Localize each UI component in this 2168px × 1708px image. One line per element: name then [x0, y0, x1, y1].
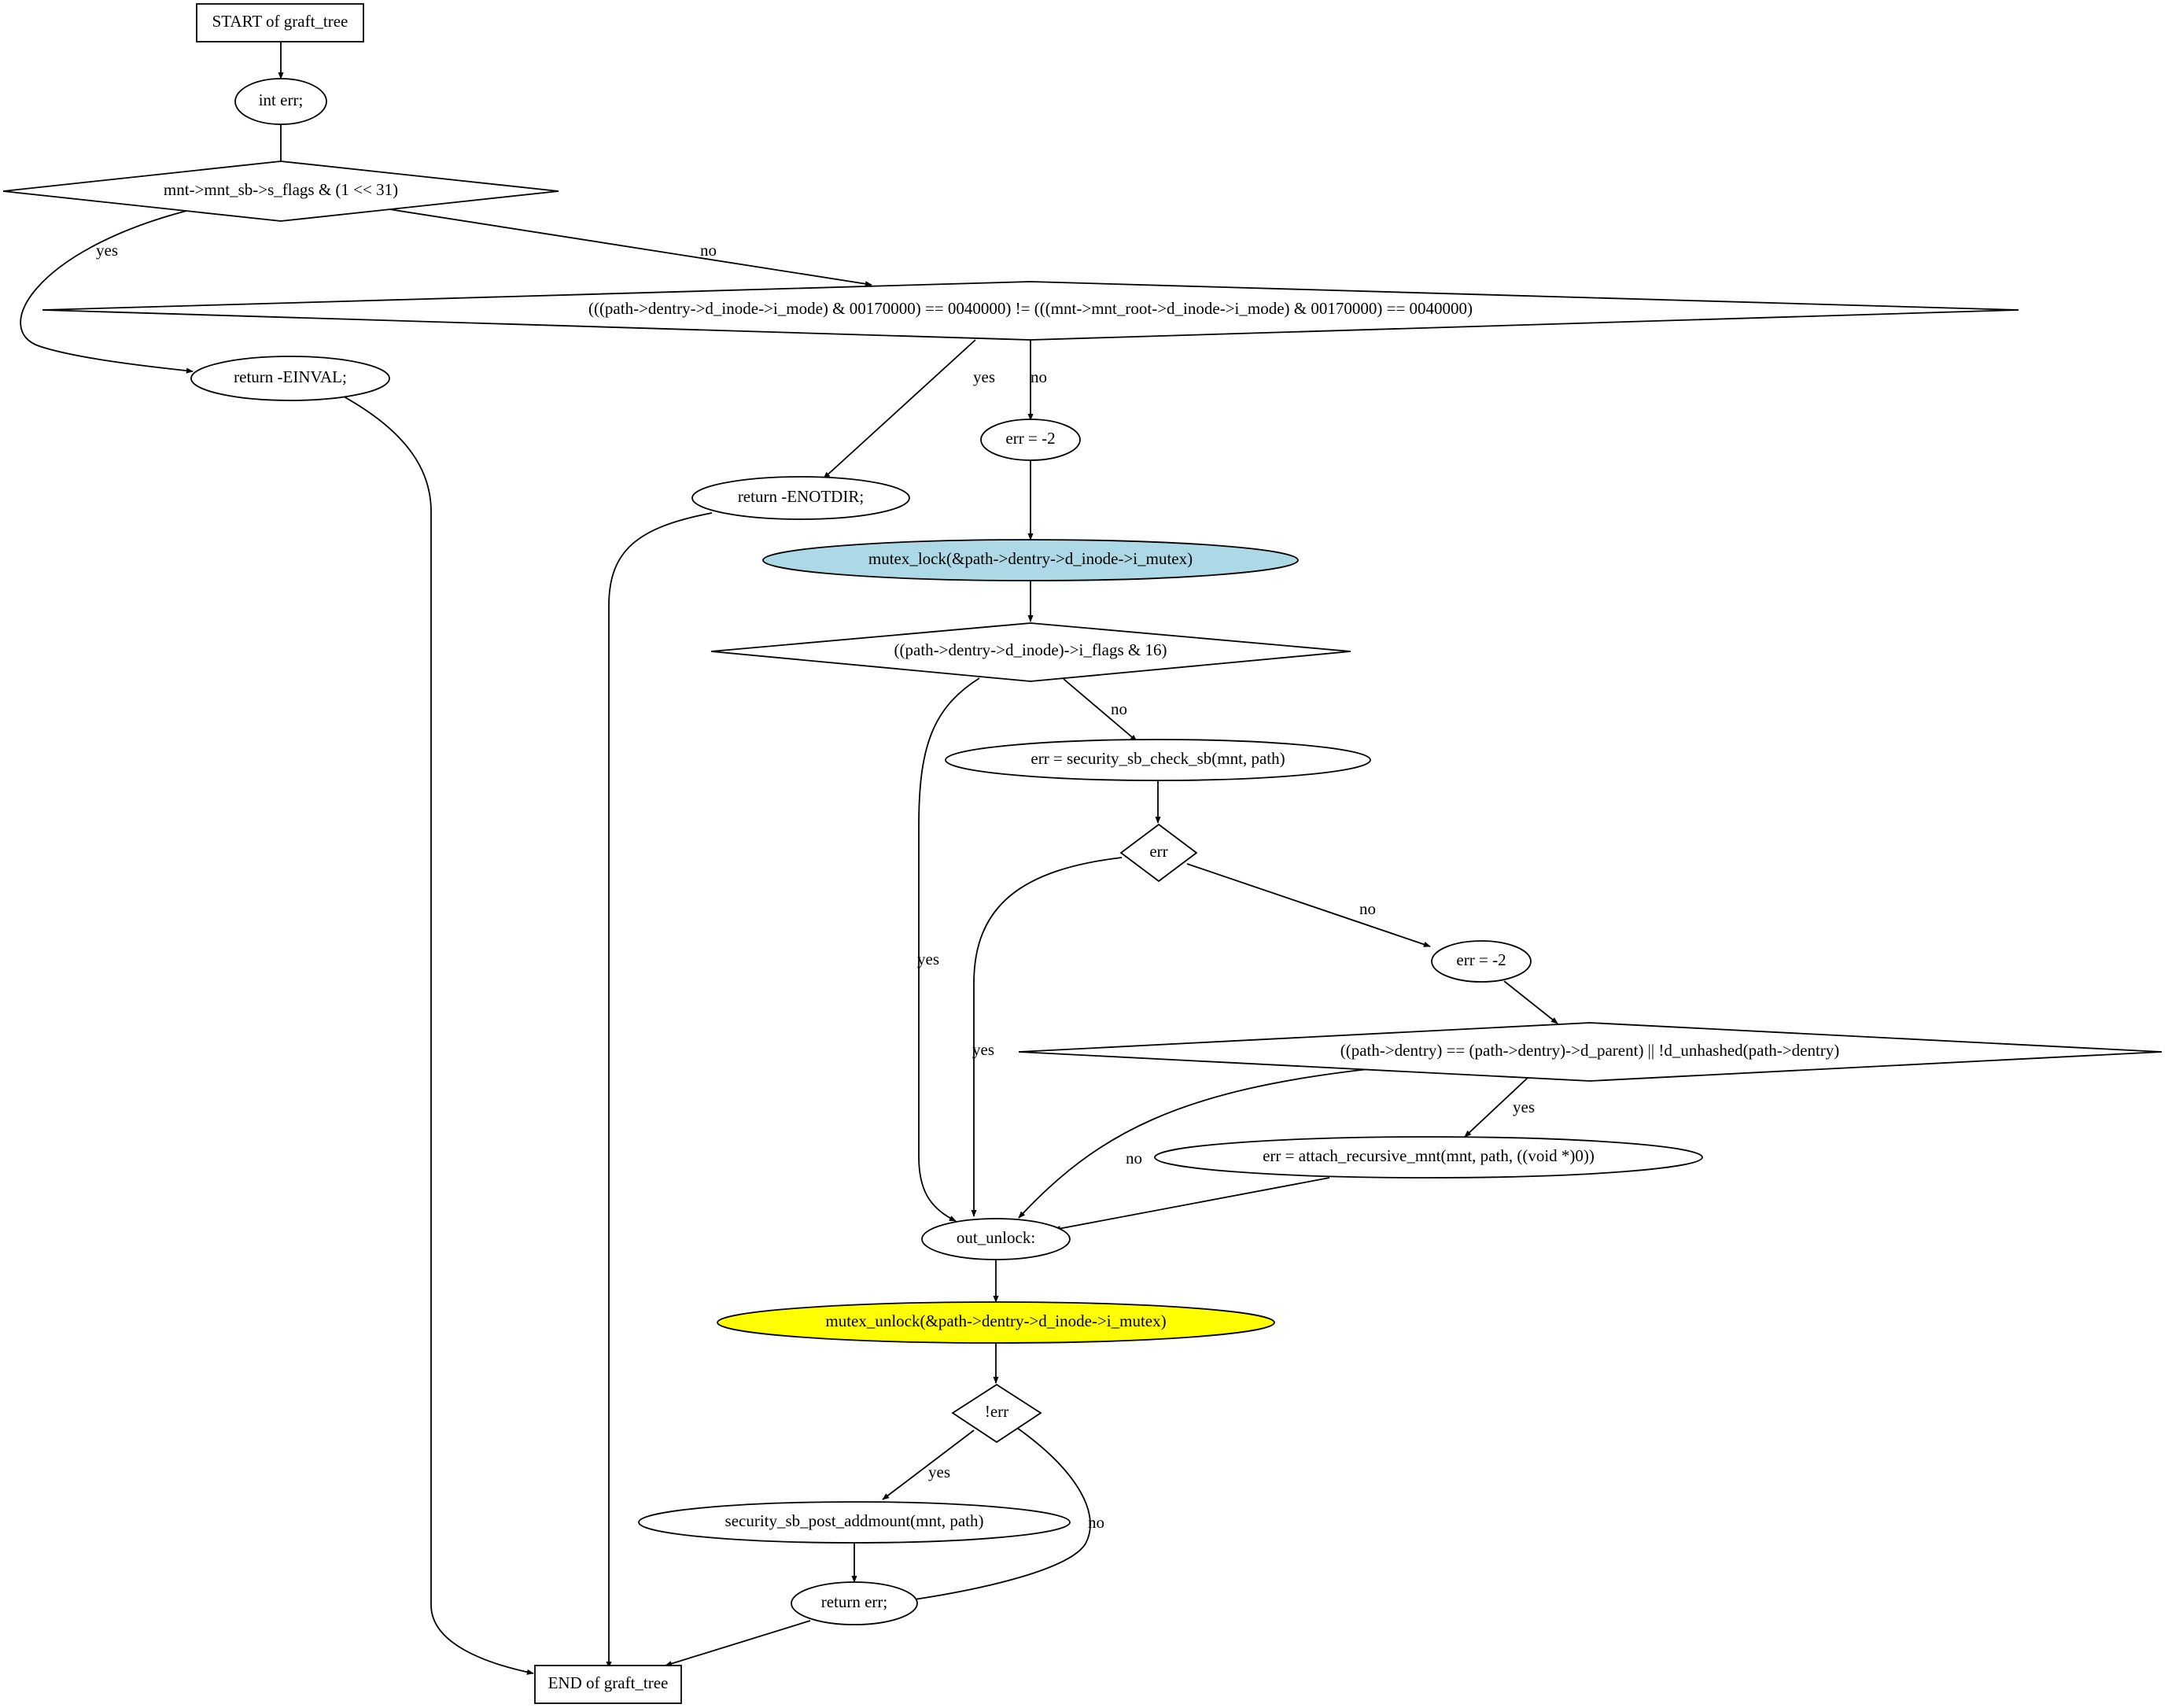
- node-mutex-unlock-shape: [717, 1301, 1275, 1344]
- edge-attach-to-out-unlock: [1053, 1177, 1330, 1232]
- node-end: END of graft_tree: [534, 1665, 682, 1704]
- edge-label-dir-no: no: [1031, 367, 1047, 386]
- edge-check-dir-to-return-enotdir: [823, 339, 976, 479]
- node-err-m2-a-label: err = -2: [1005, 429, 1055, 448]
- node-mutex-unlock-label: mutex_unlock(&path->dentry->d_inode->i_m…: [825, 1311, 1166, 1330]
- node-return-einval: return -EINVAL;: [190, 356, 390, 401]
- node-check-dir-label: (((path->dentry->d_inode->i_mode) & 0017…: [588, 299, 1473, 318]
- node-check-parent: ((path->dentry) == (path->dentry)->d_par…: [1018, 1022, 2162, 1082]
- node-mutex-lock: mutex_lock(&path->dentry->d_inode->i_mut…: [762, 539, 1299, 581]
- edge-return-einval-to-end: [341, 395, 534, 1675]
- edge-label-dir-yes: yes: [973, 367, 995, 386]
- node-check-iflags: ((path->dentry->d_inode)->i_flags & 16): [710, 622, 1351, 682]
- edge-labels: yes no yes no yes no yes no no yes yes n…: [96, 241, 1535, 1532]
- node-return-err: return err;: [791, 1581, 918, 1625]
- edge-label-flags-no: no: [700, 241, 717, 260]
- edge-label-not-err-yes: yes: [928, 1463, 950, 1481]
- node-start-label: START of graft_tree: [212, 12, 348, 31]
- node-mutex-unlock: mutex_unlock(&path->dentry->d_inode->i_m…: [717, 1301, 1275, 1344]
- node-mutex-lock-label: mutex_lock(&path->dentry->d_inode->i_mut…: [868, 549, 1193, 568]
- edge-check-not-err-to-post-addmount: [882, 1429, 975, 1500]
- node-check-parent-label: ((path->dentry) == (path->dentry)->d_par…: [1340, 1041, 1840, 1060]
- edges: [20, 42, 1558, 1675]
- edge-check-flags-to-return-einval: [20, 210, 194, 374]
- edge-label-iflags-no: no: [1111, 699, 1127, 718]
- edge-label-parent-no: no: [1126, 1149, 1142, 1168]
- nodes: START of graft_tree int err; mnt->mnt_sb…: [2, 3, 2162, 1704]
- node-return-einval-label: return -EINVAL;: [234, 367, 347, 386]
- node-int-err: int err;: [234, 78, 327, 125]
- node-attach: err = attach_recursive_mnt(mnt, path, ((…: [1154, 1136, 1703, 1179]
- node-check-err-label: err: [1149, 842, 1167, 861]
- node-int-err-label: int err;: [259, 90, 304, 109]
- node-check-flags: mnt->mnt_sb->s_flags & (1 << 31): [2, 160, 559, 222]
- node-err-m2-b: err = -2: [1431, 940, 1532, 983]
- node-mutex-lock-shape: [762, 539, 1299, 581]
- node-err-m2-b-label: err = -2: [1456, 950, 1506, 969]
- edge-check-flags-to-check-dir: [389, 208, 872, 287]
- node-return-enotdir: return -ENOTDIR;: [691, 476, 910, 520]
- edge-check-err-to-out-unlock: [971, 857, 1123, 1217]
- edge-check-parent-to-out-unlock: [1018, 1068, 1376, 1219]
- edge-check-iflags-to-security-check: [1063, 678, 1137, 742]
- edge-check-parent-to-attach: [1464, 1077, 1528, 1138]
- node-attach-label: err = attach_recursive_mnt(mnt, path, ((…: [1263, 1146, 1595, 1165]
- node-check-dir: (((path->dentry->d_inode->i_mode) & 0017…: [42, 281, 2019, 341]
- edge-err-m2-b-to-check-parent: [1503, 980, 1558, 1024]
- node-return-err-label: return err;: [821, 1592, 888, 1611]
- node-check-iflags-label: ((path->dentry->d_inode)->i_flags & 16): [894, 640, 1167, 659]
- edge-label-iflags-yes: yes: [917, 950, 939, 968]
- node-err-m2-a: err = -2: [980, 419, 1081, 461]
- node-out-unlock-label: out_unlock:: [957, 1228, 1035, 1247]
- edge-label-flags-yes: yes: [96, 241, 118, 260]
- edge-return-err-to-end: [665, 1620, 811, 1667]
- node-check-flags-label: mnt->mnt_sb->s_flags & (1 << 31): [164, 180, 398, 199]
- node-end-label: END of graft_tree: [548, 1673, 669, 1692]
- edge-label-err-no: no: [1359, 899, 1376, 918]
- node-post-addmount: security_sb_post_addmount(mnt, path): [638, 1501, 1071, 1544]
- node-check-not-err: !err: [951, 1383, 1042, 1444]
- node-security-check: err = security_sb_check_sb(mnt, path): [945, 739, 1371, 781]
- edge-label-err-yes: yes: [972, 1040, 994, 1059]
- edge-check-iflags-to-out-unlock: [918, 677, 980, 1222]
- node-check-err: err: [1119, 823, 1198, 883]
- node-check-not-err-label: !err: [985, 1402, 1008, 1421]
- node-post-addmount-label: security_sb_post_addmount(mnt, path): [725, 1511, 984, 1530]
- node-out-unlock: out_unlock:: [921, 1218, 1071, 1260]
- node-start: START of graft_tree: [196, 3, 364, 42]
- node-return-enotdir-label: return -ENOTDIR;: [738, 487, 864, 506]
- edge-label-not-err-no: no: [1088, 1513, 1104, 1532]
- edge-return-enotdir-to-end: [606, 512, 713, 1669]
- edge-check-not-err-to-return-err: [909, 1427, 1091, 1603]
- node-security-check-label: err = security_sb_check_sb(mnt, path): [1031, 749, 1285, 768]
- edge-label-parent-yes: yes: [1513, 1097, 1535, 1116]
- edge-check-err-to-err-m2-b: [1186, 863, 1431, 947]
